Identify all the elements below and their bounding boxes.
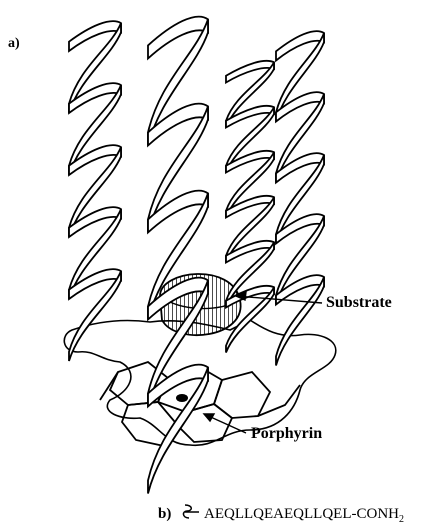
peptide-sequence: AEQLLQEAEQLLQEL-CONH <box>204 506 399 522</box>
porphyrin-metal-center <box>176 394 188 402</box>
center-rear-helix <box>276 31 324 365</box>
porphyrin-callout-label: Porphyrin <box>251 425 322 443</box>
sequence-line: b) AEQLLQEAEQLLQEL-CONH2 <box>158 503 404 525</box>
peptide-sequence-subscript: 2 <box>399 514 404 525</box>
panel-b-label: b) <box>158 506 171 522</box>
left-rear-helix <box>69 21 121 361</box>
wavy-bond-tether-icon <box>181 503 201 521</box>
substrate-callout-label: Substrate <box>326 294 392 312</box>
